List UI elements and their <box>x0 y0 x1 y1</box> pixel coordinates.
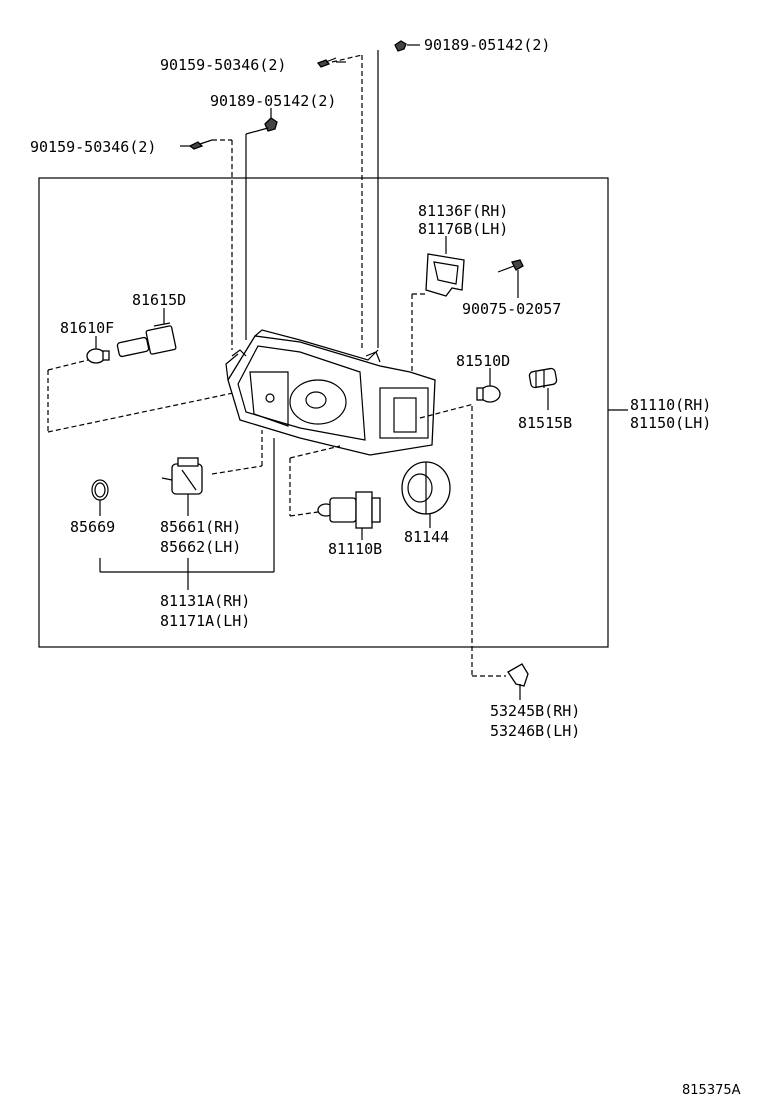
label-81150: 81150(LH) <box>630 414 711 432</box>
diagram-reference-id: 815375A <box>682 1083 741 1098</box>
screw-90189-top-icon <box>394 40 407 52</box>
screw-90075-icon <box>497 259 524 273</box>
socket-81615d-icon <box>116 322 177 358</box>
label-81131a: 81131A(RH) <box>160 592 250 610</box>
label-53246b: 53246B(LH) <box>490 722 580 740</box>
headlamp-housing-icon <box>225 329 436 456</box>
label-85661: 85661(RH) <box>160 518 241 536</box>
label-81510d: 81510D <box>456 352 510 370</box>
label-53245b: 53245B(RH) <box>490 702 580 720</box>
label-81176b: 81176B(LH) <box>418 220 508 238</box>
label-81515b: 81515B <box>518 414 572 432</box>
label-81615d: 81615D <box>132 291 186 309</box>
clip-90189-mid-icon <box>264 117 278 132</box>
halogen-bulb-81110b-icon <box>317 491 381 529</box>
bracket-81136f-icon <box>425 253 465 297</box>
bulb-81610f-icon <box>86 348 110 364</box>
label-90075: 90075-02057 <box>462 300 561 318</box>
label-81136f: 81136F(RH) <box>418 202 508 220</box>
label-85662: 85662(LH) <box>160 538 241 556</box>
socket-81515b-icon <box>528 367 558 389</box>
label-85669: 85669 <box>70 518 115 536</box>
leveling-motor-85661-icon <box>161 457 203 495</box>
assembly-frame <box>38 177 609 648</box>
clip-53245b-icon <box>507 663 529 687</box>
label-90159-top: 90159-50346(2) <box>160 56 286 74</box>
bolt-90159-left-icon <box>188 139 213 150</box>
bolt-90159-top-icon <box>316 57 337 68</box>
label-90189-mid: 90189-05142(2) <box>210 92 336 110</box>
dust-cap-81144-icon <box>401 461 451 515</box>
label-81171a: 81171A(LH) <box>160 612 250 630</box>
label-90159-left: 90159-50346(2) <box>30 138 156 156</box>
label-81610f: 81610F <box>60 319 114 337</box>
label-81144: 81144 <box>404 528 449 546</box>
label-90189-top: 90189-05142(2) <box>424 36 550 54</box>
oring-85669-icon <box>91 479 109 501</box>
label-81110b: 81110B <box>328 540 382 558</box>
bulb-81510d-icon <box>476 385 501 403</box>
label-81110: 81110(RH) <box>630 396 711 414</box>
